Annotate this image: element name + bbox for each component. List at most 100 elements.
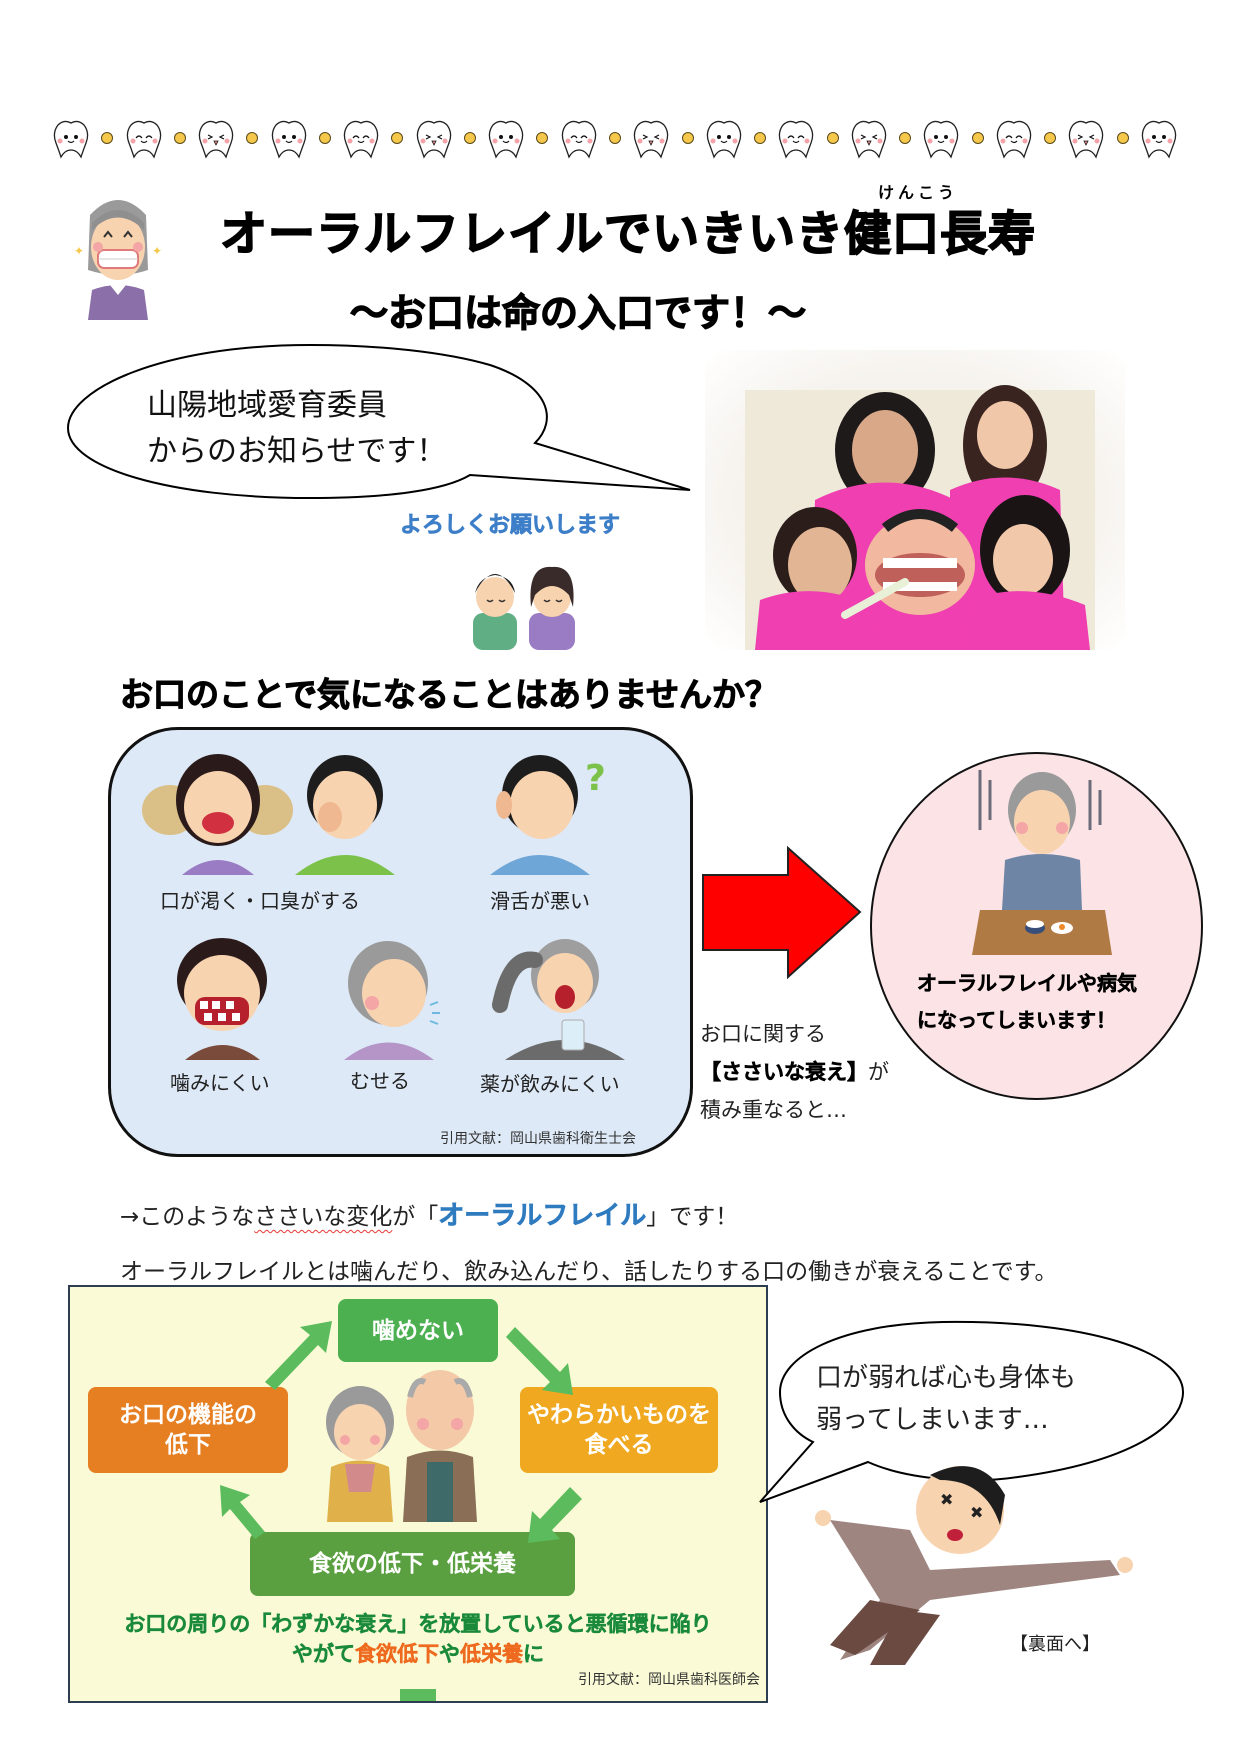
cycle-message: お口の周りの「わずかな衰え」を放置していると悪循環に陥り やがて食欲低下や低栄養… xyxy=(70,1609,766,1669)
intro-bubble-text: 山陽地域愛育委員 からのお知らせです！ xyxy=(147,383,446,475)
yellow-dot-icon xyxy=(681,132,694,144)
symptoms-citation: 引用文献：岡山県歯科衛生士会 xyxy=(440,1131,636,1147)
yellow-dot-icon xyxy=(246,132,259,144)
oral-frail-highlight: オーラルフレイル xyxy=(438,1201,647,1232)
right-line-2: 食べる xyxy=(584,1432,654,1458)
tooth-smile-icon xyxy=(485,117,527,159)
tooth-laugh-icon xyxy=(630,117,672,159)
cycle-citation: 引用文献：岡山県歯科医師会 xyxy=(578,1672,760,1688)
accumulation-text: お口に関する 【ささいな衰え】が 積み重なると… xyxy=(700,1015,889,1129)
closing-line-1: 口が弱れば心も身体も xyxy=(816,1363,1077,1393)
left-line-1: お口の機能の xyxy=(119,1402,257,1428)
closing-bubble-text: 口が弱れば心も身体も 弱ってしまいます… xyxy=(816,1357,1076,1441)
yellow-dot-icon xyxy=(318,132,331,144)
accum-suffix: が xyxy=(868,1060,889,1084)
msg2-appetite-loss: 食欲低下 xyxy=(355,1642,439,1666)
result-line-2: になってしまいます！ xyxy=(917,1008,1117,1033)
pill-swallow-icon xyxy=(492,939,625,1060)
symptom-slurred-speech: ? 滑舌が悪い xyxy=(470,745,630,920)
tooth-laugh-icon xyxy=(1065,117,1107,159)
tooth-happy-icon xyxy=(775,117,817,159)
speech-bubble-intro xyxy=(66,343,691,500)
msg2-malnutrition: 低栄養 xyxy=(460,1642,523,1666)
greeting-text: よろしくお願いします xyxy=(400,513,621,539)
msg2-prefix: やがて xyxy=(292,1642,355,1666)
tooth-happy-icon xyxy=(558,117,600,159)
page-subtitle: ～お口は命の入口です！～ xyxy=(349,290,807,335)
accum-line-2: 【ささいな衰え】が xyxy=(700,1053,889,1091)
svg-text:✦: ✦ xyxy=(74,244,84,258)
sad-elder-at-table-illustration xyxy=(950,760,1130,960)
symptom-label: むせる xyxy=(350,1069,410,1093)
symptom-label: 滑舌が悪い xyxy=(490,889,590,913)
yellow-dot-icon xyxy=(754,132,767,144)
symptom-hard-to-chew: 噛みにくい xyxy=(160,935,290,1105)
bad-breath-icon xyxy=(142,754,395,875)
intro-line-2: からのお知らせです！ xyxy=(147,434,447,469)
cycle-step-eat-soft-food: やわらかいものを食べる xyxy=(520,1387,718,1473)
oral-frail-explanation-line: オーラルフレイルとは噛んだり、飲み込んだり、話したりする口の働きが衰えることです… xyxy=(120,1259,1058,1285)
symptom-label: 薬が飲みにくい xyxy=(480,1072,620,1096)
yellow-dot-icon xyxy=(391,132,404,144)
msg2-mid: や xyxy=(439,1642,460,1666)
cycle-arrows-icon xyxy=(220,1321,582,1543)
tooth-smile-icon xyxy=(920,117,962,159)
line1-wavy-underlined: ささいな変化 xyxy=(254,1204,393,1230)
question-heading: お口のことで気になることはありませんか？ xyxy=(119,675,779,715)
msg2-suffix: に xyxy=(523,1642,544,1666)
yellow-dot-icon xyxy=(536,132,549,144)
title-ruby: けんこう xyxy=(878,183,959,202)
back-page-note: 【裏面へ】 xyxy=(1010,1634,1100,1655)
closing-line-2: 弱ってしまいます… xyxy=(816,1405,1049,1435)
svg-text:✖: ✖ xyxy=(970,1503,983,1522)
tooth-laugh-icon xyxy=(413,117,455,159)
cycle-msg-line-2: やがて食欲低下や低栄養に xyxy=(70,1639,766,1669)
cycle-bottom-arrow-stub xyxy=(400,1689,436,1701)
accum-line-3: 積み重なると… xyxy=(700,1098,847,1122)
volunteers-photo xyxy=(705,350,1125,650)
oral-frail-definition-line: →このようなささいな変化が「オーラルフレイル」です！ xyxy=(120,1195,738,1232)
yellow-dot-icon xyxy=(1116,132,1129,144)
symptom-choking: むせる xyxy=(330,935,460,1105)
accum-bold: 【ささいな衰え】 xyxy=(700,1060,869,1085)
symptom-label: 口が渇く・口臭がする xyxy=(160,889,360,913)
symptom-dry-mouth: 口が渇く・口臭がする xyxy=(130,745,410,920)
tooth-border xyxy=(50,112,1180,164)
line1-prefix: →このような xyxy=(120,1204,255,1230)
yellow-dot-icon xyxy=(463,132,476,144)
tooth-laugh-icon xyxy=(195,117,237,159)
intro-line-1: 山陽地域愛育委員 xyxy=(147,388,387,423)
right-line-1: やわらかいものを xyxy=(527,1402,711,1428)
grandma-smile-illustration: ✦✦ xyxy=(68,185,168,320)
yellow-dot-icon xyxy=(1044,132,1057,144)
yellow-dot-icon xyxy=(608,132,621,144)
elderly-couple-illustration xyxy=(326,1370,477,1522)
choking-icon xyxy=(344,941,440,1060)
result-line-1: オーラルフレイルや病気 xyxy=(917,971,1138,996)
svg-text:✦: ✦ xyxy=(152,244,162,258)
tooth-laugh-icon xyxy=(848,117,890,159)
tooth-happy-icon xyxy=(123,117,165,159)
symptom-hard-to-swallow-pills: 薬が飲みにくい xyxy=(480,935,640,1105)
tooth-smile-icon xyxy=(268,117,310,159)
svg-text:✖: ✖ xyxy=(940,1490,953,1509)
cycle-step-oral-function-decline: お口の機能の低下 xyxy=(88,1387,288,1473)
tooth-smile-icon xyxy=(1138,117,1180,159)
yellow-dot-icon xyxy=(173,132,186,144)
yellow-dot-icon xyxy=(826,132,839,144)
tooth-happy-icon xyxy=(993,117,1035,159)
fallen-man-illustration: ✖✖ xyxy=(810,1450,1140,1665)
tooth-smile-icon xyxy=(50,117,92,159)
yellow-dot-icon xyxy=(101,132,114,144)
cycle-step-cannot-chew: 噛めない xyxy=(338,1299,498,1362)
cycle-msg-line-1: お口の周りの「わずかな衰え」を放置していると悪循環に陥り xyxy=(124,1612,712,1636)
svg-text:?: ? xyxy=(585,758,606,799)
red-arrow-icon xyxy=(702,845,862,980)
line1-mid: が「 xyxy=(392,1204,439,1230)
hard-of-hearing-icon: ? xyxy=(490,755,606,875)
symptom-label: 噛みにくい xyxy=(170,1071,270,1095)
page-title: オーラルフレイルでいきいき健口長寿 xyxy=(219,206,1036,263)
accum-line-1: お口に関する xyxy=(700,1022,826,1046)
left-line-2: 低下 xyxy=(165,1432,211,1458)
bowing-couple-illustration xyxy=(465,555,585,650)
